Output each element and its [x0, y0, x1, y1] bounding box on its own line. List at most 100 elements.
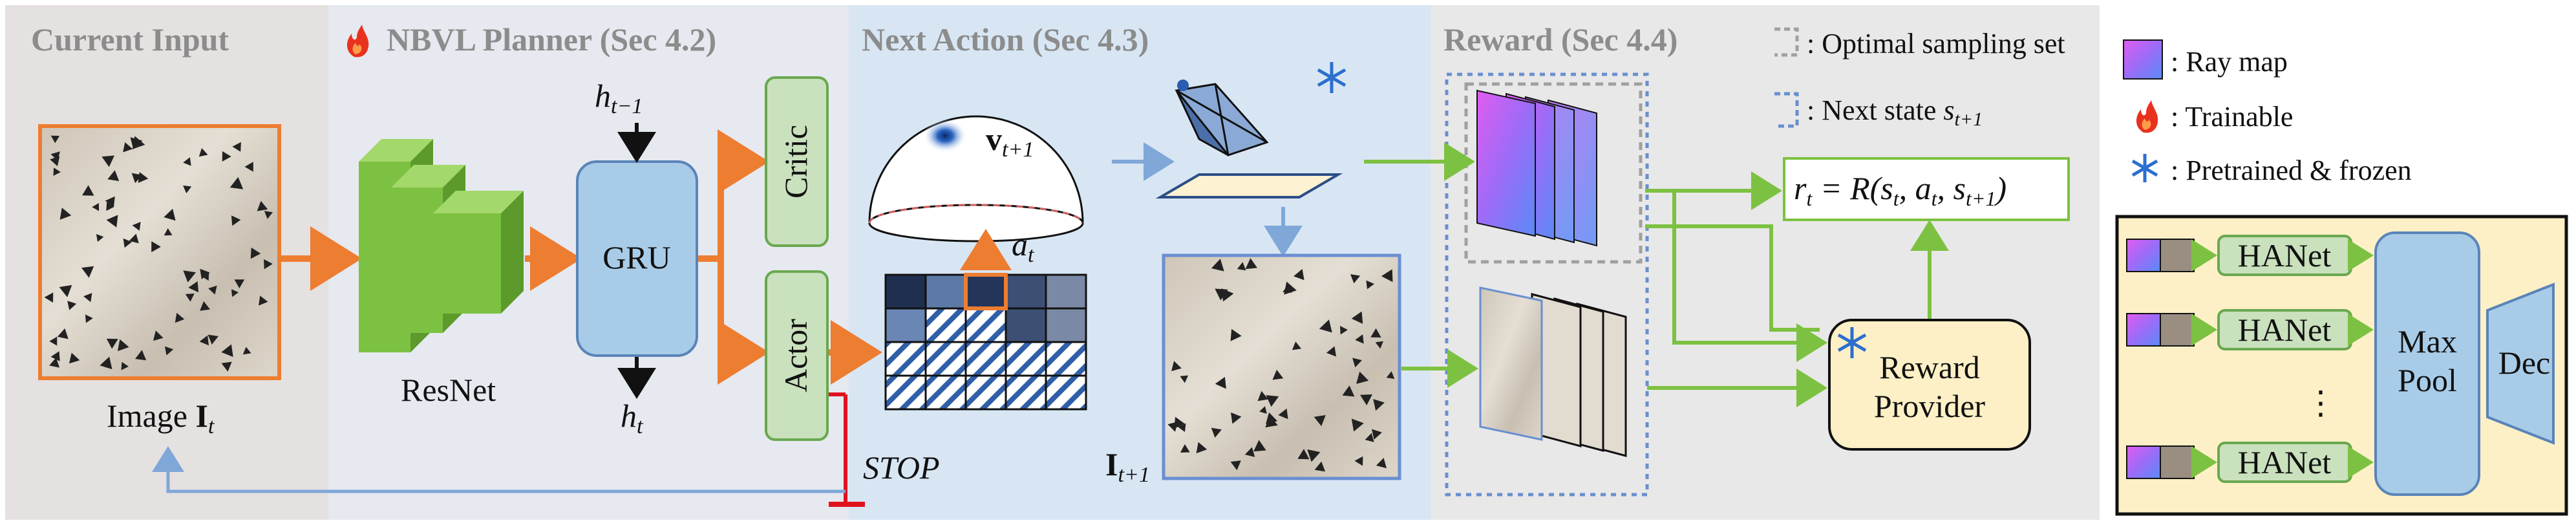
texture-triangle	[59, 208, 72, 220]
texture-triangle	[199, 335, 209, 346]
legend-trainable: : Trainable	[2136, 100, 2293, 133]
texture-triangle	[198, 148, 208, 157]
texture-triangle	[118, 339, 129, 352]
texture-triangle	[106, 338, 118, 349]
texture-triangle	[105, 196, 115, 208]
next-image	[1162, 253, 1401, 480]
texture-triangle	[1174, 416, 1185, 429]
texture-triangle	[1354, 456, 1363, 466]
scene-plane	[1155, 173, 1343, 198]
texture-triangle	[1356, 371, 1369, 384]
texture-triangle	[1237, 262, 1246, 271]
svg-text:: Ray map: : Ray map	[2171, 46, 2288, 78]
texture-triangle	[1376, 458, 1387, 469]
texture-triangle	[1351, 418, 1364, 432]
texture-triangle	[221, 361, 232, 372]
critic-box	[765, 76, 829, 247]
texture-triangle	[100, 356, 112, 370]
texture-triangle	[1381, 269, 1393, 283]
texture-triangle	[164, 228, 173, 236]
texture-triangle	[259, 295, 268, 306]
input-image-caption: Image It	[107, 398, 215, 438]
texture-triangle	[92, 203, 100, 211]
grid-cell	[1005, 273, 1047, 310]
texture-triangle	[50, 151, 60, 161]
maxpool-line2: Pool	[2398, 362, 2457, 398]
svg-text:: Next state st+1: : Next state st+1	[1807, 94, 1983, 130]
texture-triangle	[96, 234, 104, 242]
texture-triangle	[129, 233, 139, 244]
texture-triangle	[1297, 449, 1310, 460]
texture-triangle	[1352, 358, 1362, 368]
texture-triangle	[232, 142, 241, 152]
texture-triangle	[1215, 376, 1226, 389]
texture-triangle	[50, 135, 60, 144]
texture-triangle	[1360, 394, 1372, 405]
texture-triangle	[123, 238, 133, 248]
image-stack	[1479, 286, 1627, 457]
texture-triangle	[57, 328, 69, 339]
texture-triangle	[1230, 460, 1241, 471]
texture-triangle	[264, 259, 273, 270]
texture-triangle	[106, 202, 114, 211]
texture-triangle	[1292, 341, 1301, 350]
texture-triangle	[1284, 281, 1297, 295]
hanet-label: HANet	[2238, 444, 2332, 480]
snowflake-icon	[1317, 62, 1347, 93]
texture-triangle	[67, 301, 77, 310]
hanet-row: HANet	[2126, 235, 2374, 276]
grid-cell	[964, 307, 1007, 343]
texture-triangle	[50, 351, 60, 361]
texture-triangle	[107, 170, 120, 182]
view-vector-label: vt+1	[986, 121, 1034, 162]
actor-label: Actor	[778, 319, 814, 392]
texture-triangle	[183, 270, 197, 283]
grid-cell	[924, 273, 967, 310]
texture-triangle	[101, 155, 114, 167]
texture-triangle	[264, 211, 273, 219]
legend-pretrained: : Pretrained & frozen	[2131, 154, 2412, 186]
grid-cell	[1045, 307, 1087, 343]
grid-cell	[884, 374, 927, 411]
camera-frustum	[1175, 80, 1269, 156]
grid-cell	[964, 341, 1007, 377]
legend-ray-map: : Ray map	[2123, 39, 2288, 80]
texture-triangle	[49, 336, 58, 346]
texture-triangle	[1178, 423, 1186, 433]
texture-triangle	[234, 279, 245, 288]
texture-triangle	[44, 292, 54, 303]
section-title-action: Next Action (Sec 4.3)	[862, 21, 1149, 58]
texture-triangle	[1230, 328, 1242, 341]
texture-triangle	[1373, 399, 1385, 411]
section-title-reward: Reward (Sec 4.4)	[1443, 21, 1677, 58]
texture-triangle	[132, 222, 141, 231]
texture-triangle	[83, 293, 92, 303]
decoder-block	[2486, 283, 2555, 445]
flame-icon	[2136, 100, 2158, 133]
texture-triangle	[1244, 447, 1255, 457]
hanet-label: HANet	[2238, 237, 2332, 273]
texture-triangle	[123, 142, 133, 153]
texture-triangle	[59, 284, 72, 297]
texture-triangle	[188, 281, 199, 293]
reward-provider-line1: Reward	[1879, 349, 1980, 385]
texture-triangle	[130, 137, 143, 149]
texture-triangle	[229, 177, 244, 189]
arrow-state-to-provider	[1645, 224, 1820, 332]
texture-triangle	[200, 301, 210, 311]
texture-triangle	[231, 289, 239, 297]
texture-triangle	[1180, 375, 1189, 383]
texture-triangle	[1375, 341, 1383, 349]
action-label: at	[1012, 226, 1035, 267]
texture-triangle	[1370, 328, 1381, 338]
texture-triangle	[82, 185, 94, 196]
flame-icon	[346, 25, 369, 58]
texture-triangle	[135, 350, 147, 361]
texture-triangle	[53, 167, 61, 176]
texture-triangle	[1211, 259, 1224, 272]
stop-label: STOP	[863, 449, 940, 486]
resnet-block	[359, 139, 524, 352]
resnet-label: ResNet	[401, 372, 496, 408]
texture-triangle	[1221, 288, 1234, 302]
